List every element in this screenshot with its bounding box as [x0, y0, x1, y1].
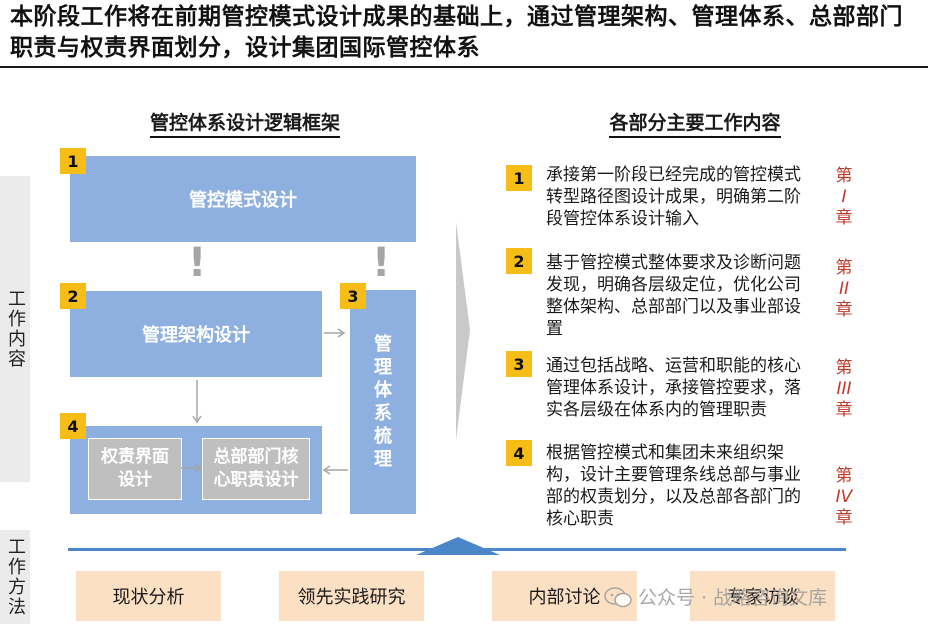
chapter-2-suffix: 章: [835, 300, 853, 320]
item-text-1: 承接第一阶段已经完成的管控模式转型路径图设计成果，明确第二阶段管控体系设计输入: [546, 165, 801, 229]
item-badge-4: 4: [506, 440, 532, 466]
chapter-3-numeral: III: [836, 379, 852, 399]
box-management-system-label: 管理体系梳理: [374, 334, 392, 470]
exclamation-mark-left: !: [188, 240, 207, 286]
chapter-2-prefix: 第: [835, 258, 853, 278]
method-best-practice-research: 领先实践研究: [279, 571, 424, 621]
method-current-analysis: 现状分析: [76, 571, 221, 621]
page-title: 本阶段工作将在前期管控模式设计成果的基础上，通过管理架构、管理体系、总部部门职责…: [10, 4, 903, 61]
side-label-work-method-text: 工作方法: [5, 537, 26, 617]
watermark: 公众号 · 战略咨询文库: [604, 583, 827, 610]
subbox-authority-interface: 权责界面设计: [88, 438, 182, 500]
chapter-label-3: 第 III 章: [834, 358, 854, 421]
chapter-label-4: 第 IV 章: [834, 466, 854, 529]
side-label-work-method: 工作方法: [0, 530, 30, 624]
item-badge-1: 1: [506, 165, 532, 191]
badge-1: 1: [60, 148, 86, 174]
badge-2: 2: [60, 283, 86, 309]
subbox-hq-dept-duties: 总部部门核心职责设计: [202, 438, 310, 500]
side-label-work-content: 工作内容: [0, 176, 30, 482]
chapter-label-1: 第 I 章: [834, 166, 854, 229]
chapter-4-prefix: 第: [835, 466, 853, 486]
left-heading-text: 管控体系设计逻辑框架: [149, 112, 340, 138]
chapter-4-numeral: IV: [835, 487, 853, 507]
badge-3: 3: [340, 283, 366, 309]
right-heading: 各部分主要工作内容: [560, 108, 830, 138]
chapter-label-2: 第 II 章: [834, 258, 854, 321]
left-heading: 管控体系设计逻辑框架: [80, 108, 410, 138]
item-badge-3: 3: [506, 351, 532, 377]
item-badge-2: 2: [506, 248, 532, 274]
right-heading-text: 各部分主要工作内容: [609, 112, 781, 138]
subbox-authority-interface-label: 权责界面设计: [101, 447, 169, 490]
badge-4: 4: [60, 413, 86, 439]
box-management-system: 管理体系梳理: [350, 290, 416, 514]
method-expert-interview: 专家访谈: [690, 571, 835, 621]
box-governance-model: 管控模式设计: [70, 156, 416, 242]
box-management-structure-label: 管理架构设计: [142, 325, 250, 346]
box-governance-model-label: 管控模式设计: [189, 190, 297, 211]
box-management-structure: 管理架构设计: [70, 291, 322, 377]
item-text-2: 基于管控模式整体要求及诊断问题发现，明确各层级定位，优化公司整体架构、总部部门以…: [546, 253, 801, 339]
chapter-1-prefix: 第: [835, 166, 853, 186]
chapter-3-suffix: 章: [835, 400, 853, 420]
item-text-4: 根据管控模式和集团未来组织架构，设计主要管理条线总部与事业部的权责划分，以及总部…: [546, 443, 801, 529]
title-divider: [0, 66, 928, 68]
method-internal-discussion: 内部讨论: [492, 571, 637, 621]
wechat-icon: [604, 586, 632, 607]
chapter-2-numeral: II: [838, 279, 850, 299]
chapter-1-suffix: 章: [835, 208, 853, 228]
chapter-1-numeral: I: [841, 187, 847, 207]
chapter-3-prefix: 第: [835, 358, 853, 378]
exclamation-mark-right: !: [372, 240, 391, 286]
item-text-3: 通过包括战略、运营和职能的核心管理体系设计，承接管控要求，落实各层级在体系内的管…: [546, 356, 801, 420]
side-label-work-content-text: 工作内容: [5, 289, 26, 369]
subbox-hq-dept-duties-label: 总部部门核心职责设计: [213, 447, 299, 490]
chapter-4-suffix: 章: [835, 508, 853, 528]
watermark-text: 公众号 · 战略咨询文库: [638, 587, 828, 609]
